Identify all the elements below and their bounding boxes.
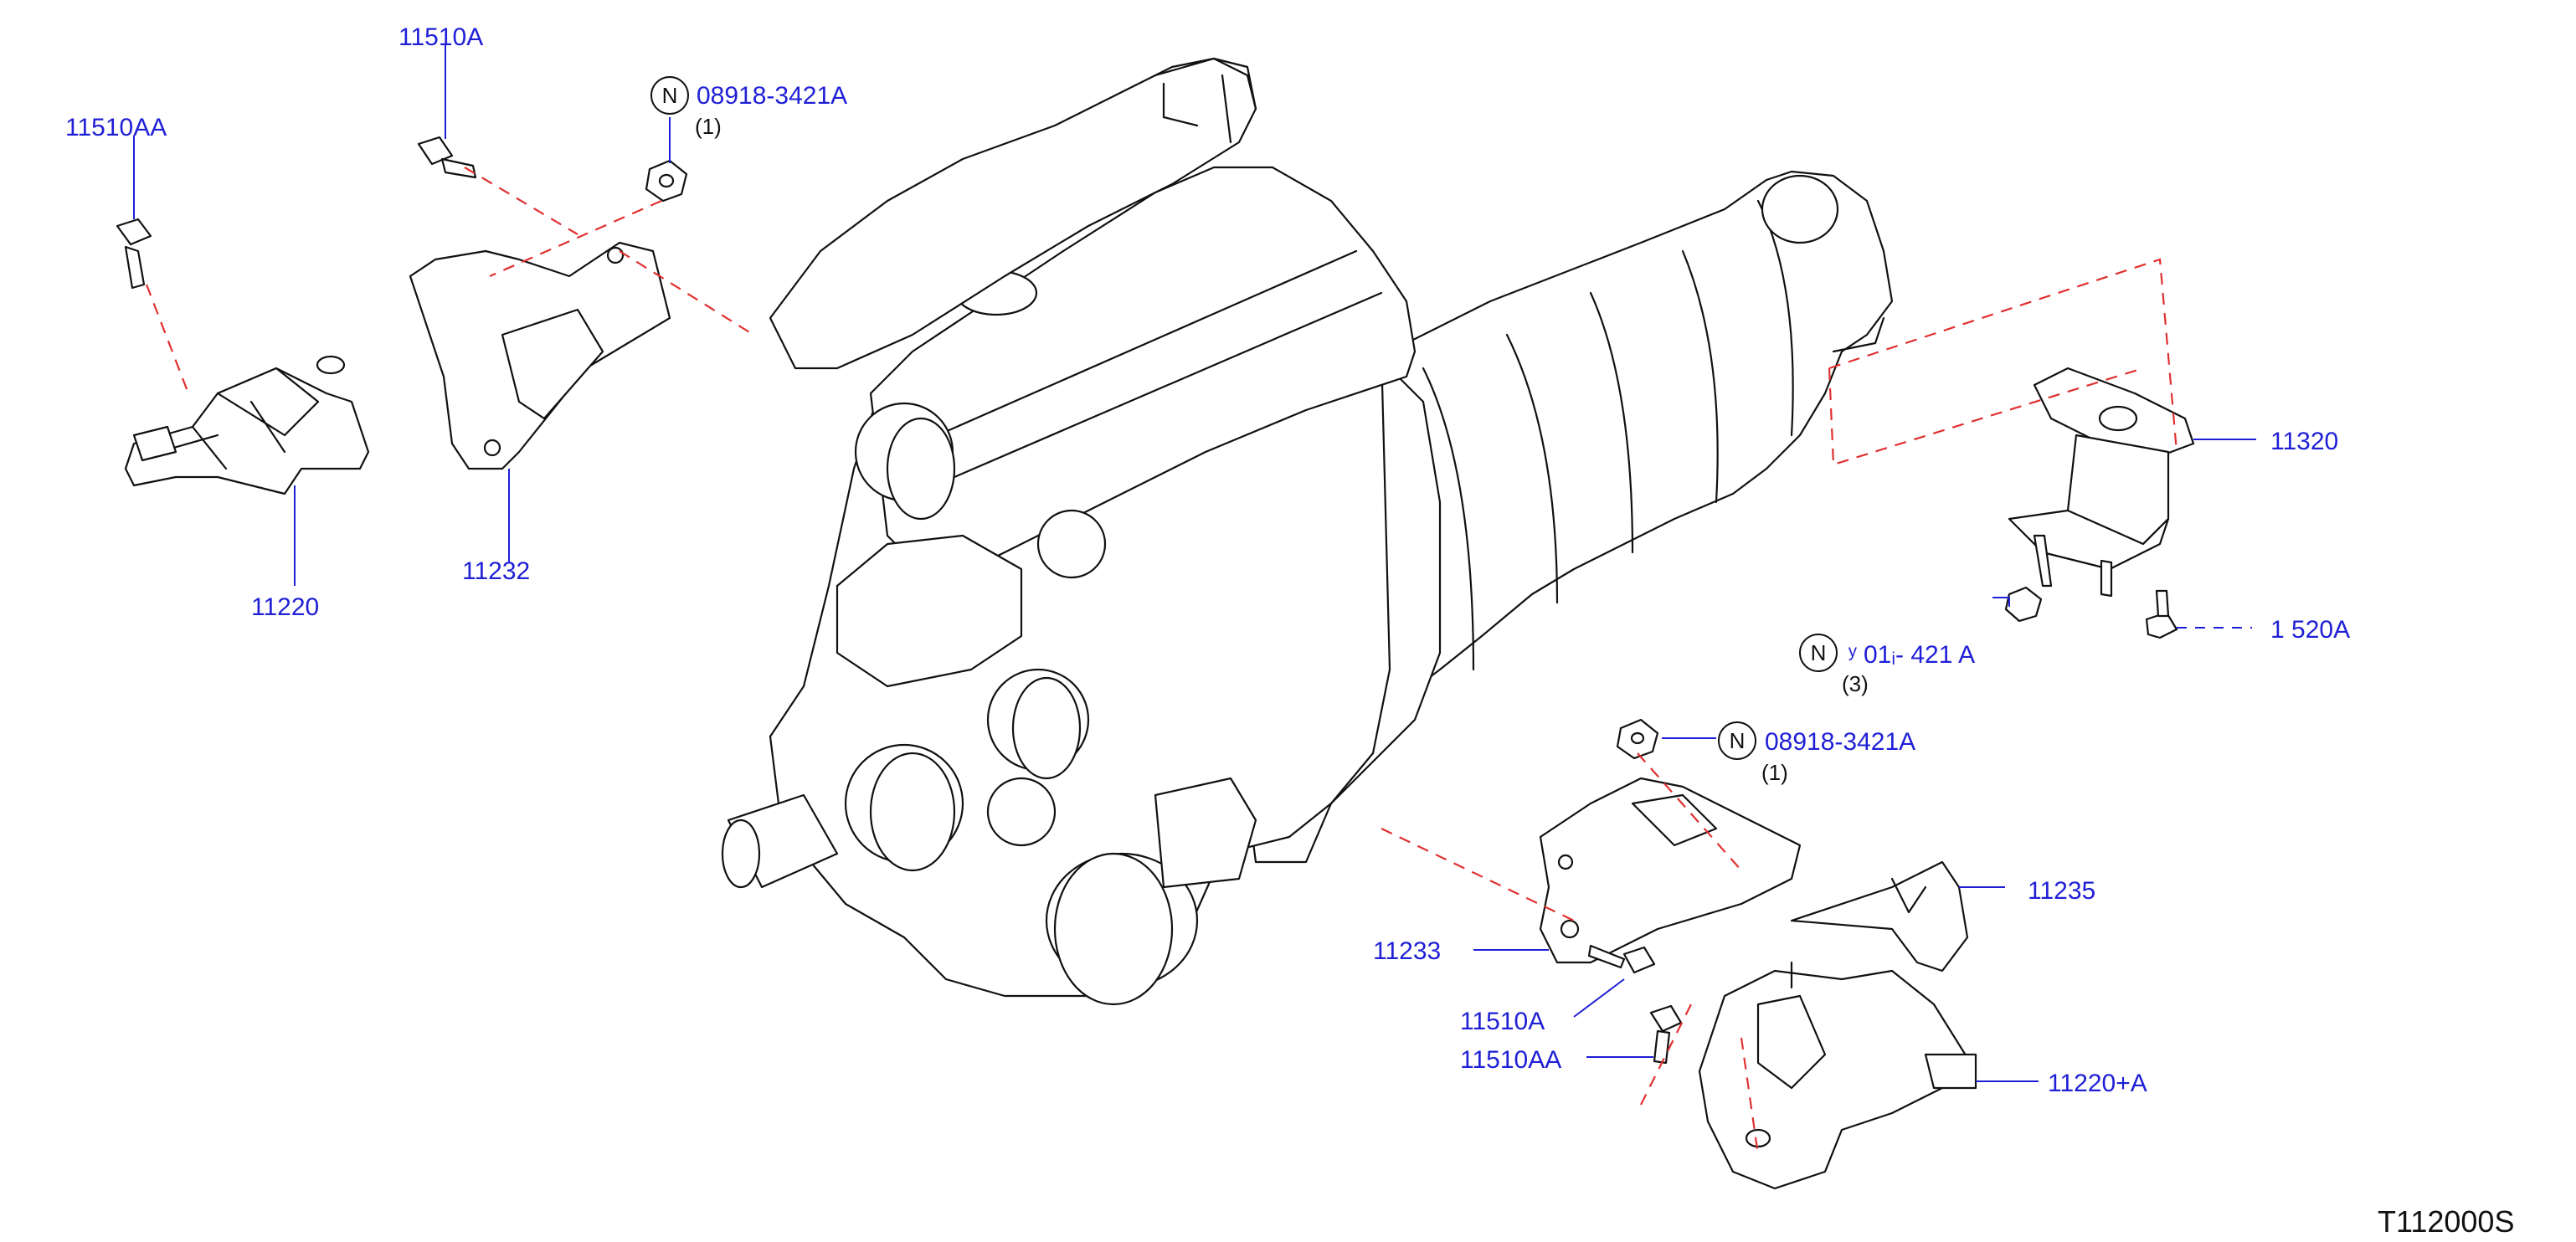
callout-11510A-low: 11510A: [1460, 1008, 1545, 1035]
bolt-11510A-low: [1587, 944, 1656, 974]
nissan-n-mark-mid: N: [1799, 634, 1838, 672]
callout-11233: 11233: [1373, 937, 1441, 965]
nut-08918-top: [645, 159, 688, 203]
nut-08918-mid: [2004, 586, 2043, 623]
callout-11510AA-low: 11510AA: [1460, 1046, 1561, 1074]
callout-11232: 11232: [462, 557, 530, 585]
diagram-code: T112000S: [2378, 1204, 2514, 1239]
callout-08918-top-qty: (1): [695, 114, 722, 139]
bolt-11510AA-left: [116, 218, 152, 290]
callout-08918-mid-qty: (3): [1842, 671, 1869, 696]
callout-11320: 11320: [2270, 428, 2338, 455]
alignment-lines: [145, 167, 2178, 1156]
nissan-n-mark-low: N: [1718, 721, 1756, 760]
bolt-11520A: [2145, 589, 2178, 639]
engine-assembly: [721, 57, 1894, 1006]
leader-lines: [133, 44, 2256, 1082]
callout-08918-top: 08918-3421A: [697, 82, 847, 110]
callout-08918-mid: ʸ 01ᵢ- 421 A: [1848, 641, 1975, 669]
svg-text:N: N: [1730, 728, 1746, 753]
callout-11520A: 1 520A: [2270, 616, 2350, 644]
callout-11510A-top: 11510A: [398, 23, 483, 51]
engine-mount-insulator-11220: [124, 355, 370, 495]
svg-text:N: N: [662, 83, 678, 108]
callout-08918-low: 08918-3421A: [1765, 728, 1915, 756]
bolt-11510AA-low: [1649, 1004, 1683, 1065]
nissan-n-mark-top: N: [650, 76, 689, 115]
callout-08918-low-qty: (1): [1761, 760, 1788, 785]
callout-11510AA-left: 11510AA: [65, 114, 167, 141]
bolt-11510A-top: [417, 136, 477, 179]
engine-mount-insulator-11220A: [1698, 961, 1977, 1190]
nut-08918-low: [1616, 718, 1659, 760]
engine-mount-bracket-11232: [409, 241, 671, 470]
callout-11220: 11220: [251, 593, 319, 621]
engine-mount-bracket-11233: [1539, 777, 1802, 964]
callout-11235: 11235: [2028, 877, 2095, 905]
callout-11220A: 11220+A: [2048, 1070, 2147, 1097]
heat-shield-11235: [1790, 860, 1969, 973]
rear-engine-mount-11320: [2008, 367, 2195, 598]
svg-text:N: N: [1811, 640, 1827, 665]
